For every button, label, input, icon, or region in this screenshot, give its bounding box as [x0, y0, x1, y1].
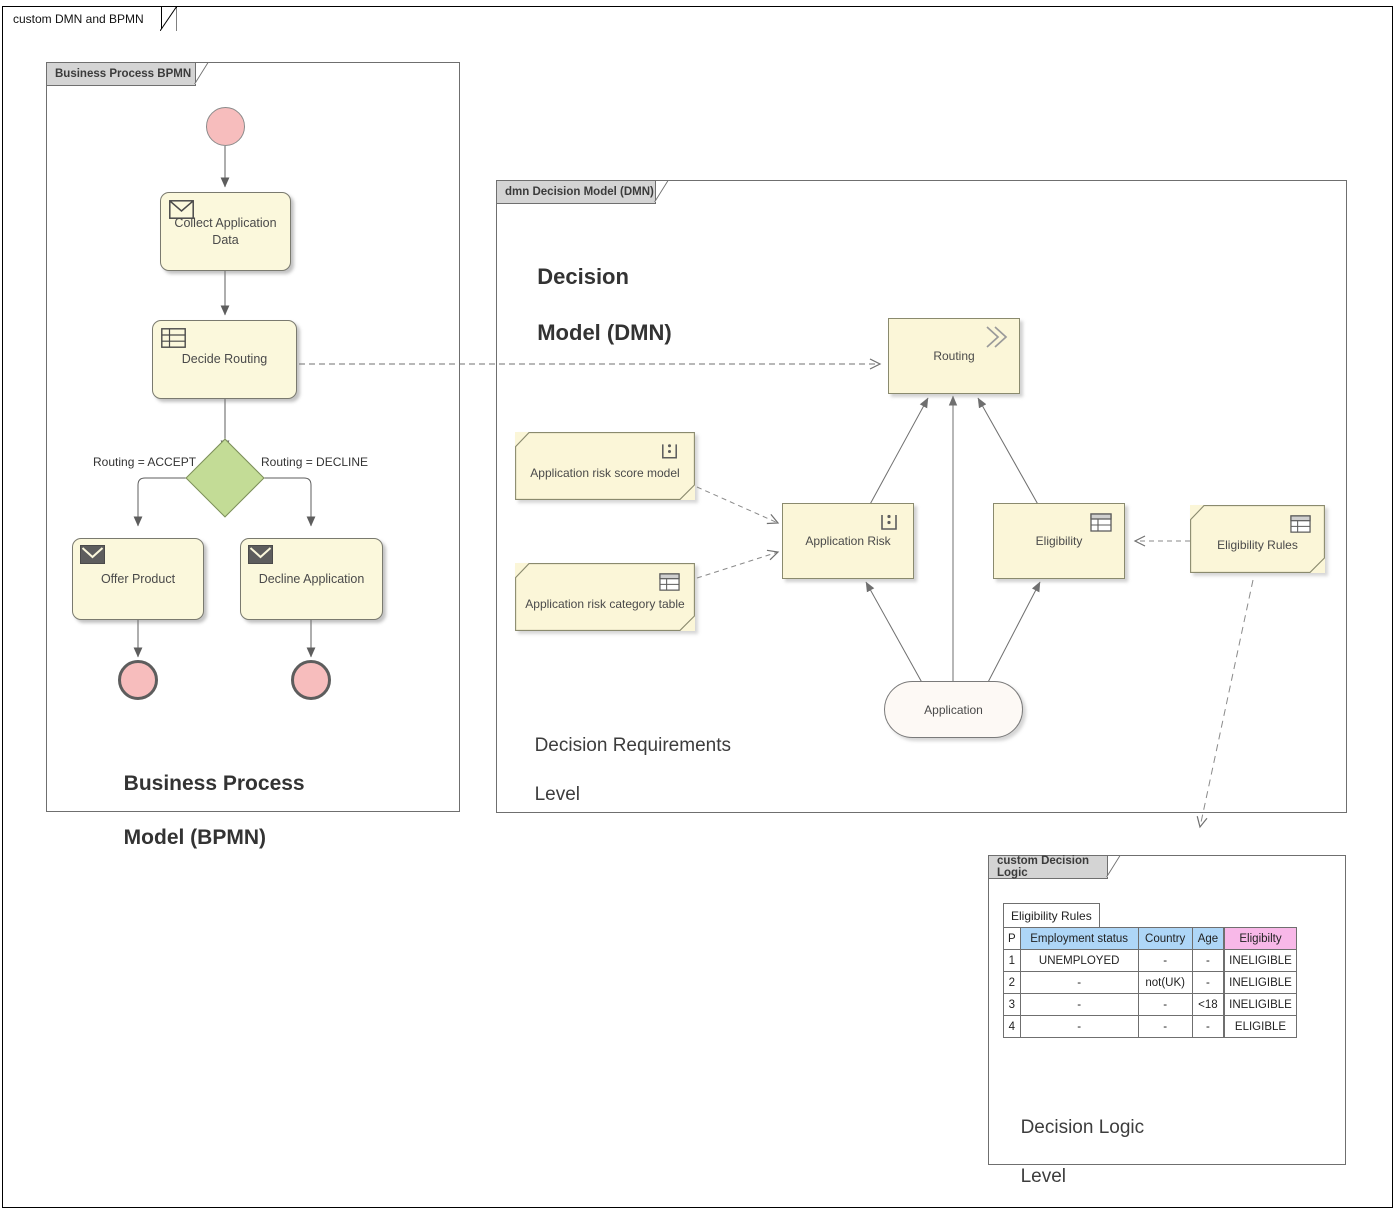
bpmn-end-event-decline[interactable] — [291, 660, 331, 700]
bpmn-package — [46, 62, 460, 812]
bkm-function-icon — [881, 514, 897, 530]
cell-priority: 1 — [1003, 949, 1021, 972]
dmn-knowledge-label: Application risk score model — [530, 466, 680, 480]
logic-caption-line2: Level — [1020, 1165, 1066, 1187]
cell-age: - — [1191, 1015, 1225, 1038]
tab-fold-icon — [160, 6, 177, 31]
decision-table-icon — [1090, 513, 1112, 532]
decision-table-title: Eligibility Rules — [1003, 903, 1100, 928]
column-header-priority: P — [1003, 927, 1021, 950]
bpmn-caption-line1: Business Process — [123, 771, 305, 795]
cell-eligibility: INELIGIBLE — [1223, 949, 1297, 972]
cell-priority: 2 — [1003, 971, 1021, 994]
column-header-employment: Employment status — [1019, 927, 1139, 950]
flow-label-accept: Routing = ACCEPT — [93, 455, 197, 469]
business-rule-table-icon — [161, 328, 186, 348]
bpmn-task-offer-product[interactable]: Offer Product — [72, 538, 204, 620]
bpmn-caption-line2: Model (BPMN) — [123, 825, 266, 849]
dmn-decision-label: Routing — [933, 349, 975, 363]
message-icon — [80, 545, 105, 564]
dmn-input-data-application[interactable]: Application — [884, 681, 1023, 738]
dmn-knowledge-label: Application risk category table — [525, 597, 685, 611]
cell-eligibility: INELIGIBLE — [1223, 971, 1297, 994]
bpmn-task-label: Offer Product — [100, 571, 176, 586]
flow-label-decline: Routing = DECLINE — [261, 455, 369, 469]
dmn-title-line1: Decision — [537, 264, 629, 290]
knowledge-source-shape — [515, 432, 695, 500]
bpmn-end-event-accept[interactable] — [118, 660, 158, 700]
column-header-country: Country — [1137, 927, 1193, 950]
cell-age: - — [1191, 971, 1225, 994]
cell-country: - — [1137, 1015, 1193, 1038]
eligibility-rules-table[interactable]: P Employment status Country Age Eligibil… — [1003, 927, 1297, 1038]
tab-fold-icon — [1106, 855, 1121, 877]
dmn-knowledge-application-risk-score-model[interactable]: Application risk score model — [515, 432, 695, 500]
logic-caption-line1: Decision Logic — [1020, 1117, 1145, 1139]
diagram-frame-tab-label: custom DMN and BPMN — [13, 11, 144, 26]
decision-table: Eligibility Rules P Employment status Co… — [1003, 903, 1303, 1053]
cell-country: not(UK) — [1137, 971, 1193, 994]
dmn-package-tab[interactable]: dmn Decision Model (DMN) — [496, 180, 669, 204]
dmn-caption-line1: Decision Requirements — [534, 735, 731, 757]
dmn-decision-label: Application Risk — [805, 534, 891, 548]
dmn-knowledge-application-risk-category-table[interactable]: Application risk category table — [515, 563, 695, 631]
dmn-decision-label: Eligibility — [1035, 534, 1083, 548]
bpmn-task-decide-routing[interactable]: Decide Routing — [152, 320, 297, 399]
double-chevron-icon — [986, 326, 1008, 348]
decision-logic-package-tab-label: custom Decision Logic — [997, 855, 1090, 879]
table-header-row: P Employment status Country Age Eligibil… — [1003, 927, 1297, 950]
cell-age: <18 — [1191, 993, 1225, 1016]
dmn-decision-eligibility[interactable]: Eligibility — [993, 503, 1125, 579]
message-icon — [248, 545, 273, 564]
cell-priority: 3 — [1003, 993, 1021, 1016]
bpmn-task-collect-application-data[interactable]: Collect Application Data — [160, 192, 291, 271]
tab-fold-icon — [654, 180, 669, 202]
tab-fold-icon — [194, 62, 209, 84]
column-header-eligibility: Eligibilty — [1223, 927, 1297, 950]
bpmn-package-tab-label: Business Process BPMN — [55, 68, 192, 80]
decision-logic-level-caption: Decision Logic Level — [1010, 1092, 1145, 1189]
bpmn-package-tab[interactable]: Business Process BPMN — [46, 62, 209, 86]
cell-employment: - — [1019, 993, 1139, 1016]
diagram-frame-tab[interactable]: custom DMN and BPMN — [2, 6, 177, 31]
cell-employment: - — [1019, 971, 1139, 994]
bpmn-task-label: Collect Application Data — [174, 215, 277, 247]
dmn-level-caption: Decision Requirements Level — [524, 710, 731, 807]
table-row[interactable]: 1 UNEMPLOYED - - INELIGIBLE — [1003, 949, 1297, 972]
cell-age: - — [1191, 949, 1225, 972]
dmn-title: Decision Model (DMN) — [525, 235, 672, 348]
dmn-title-line2: Model (DMN) — [537, 320, 672, 346]
cell-priority: 4 — [1003, 1015, 1021, 1038]
bpmn-start-event[interactable] — [206, 107, 245, 146]
cell-country: - — [1137, 949, 1193, 972]
knowledge-source-shape — [515, 563, 695, 631]
cell-employment: - — [1019, 1015, 1139, 1038]
bpmn-level-caption: Business Process Model (BPMN) — [112, 744, 305, 852]
table-row[interactable]: 4 - - - ELIGIBLE — [1003, 1015, 1297, 1038]
table-row[interactable]: 3 - - <18 INELIGIBLE — [1003, 993, 1297, 1016]
cell-employment: UNEMPLOYED — [1019, 949, 1139, 972]
dmn-knowledge-label: Eligibility Rules — [1217, 538, 1298, 552]
cell-eligibility: ELIGIBLE — [1223, 1015, 1297, 1038]
dmn-decision-application-risk[interactable]: Application Risk — [782, 503, 914, 579]
decision-logic-package-tab[interactable]: custom Decision Logic — [988, 855, 1121, 879]
column-header-age: Age — [1191, 927, 1225, 950]
cell-country: - — [1137, 993, 1193, 1016]
cell-eligibility: INELIGIBLE — [1223, 993, 1297, 1016]
bpmn-task-decline-application[interactable]: Decline Application — [240, 538, 383, 620]
bpmn-task-label: Decide Routing — [181, 352, 268, 367]
dmn-decision-routing[interactable]: Routing — [888, 318, 1020, 394]
diagram-frame — [2, 6, 1393, 1208]
dmn-input-label: Application — [924, 702, 983, 717]
dmn-package-tab-label: dmn Decision Model (DMN) — [505, 186, 654, 198]
dmn-caption-line2: Level — [534, 783, 580, 805]
bpmn-task-label: Decline Application — [258, 571, 365, 586]
table-row[interactable]: 2 - not(UK) - INELIGIBLE — [1003, 971, 1297, 994]
dmn-knowledge-eligibility-rules[interactable]: Eligibility Rules — [1190, 505, 1325, 573]
